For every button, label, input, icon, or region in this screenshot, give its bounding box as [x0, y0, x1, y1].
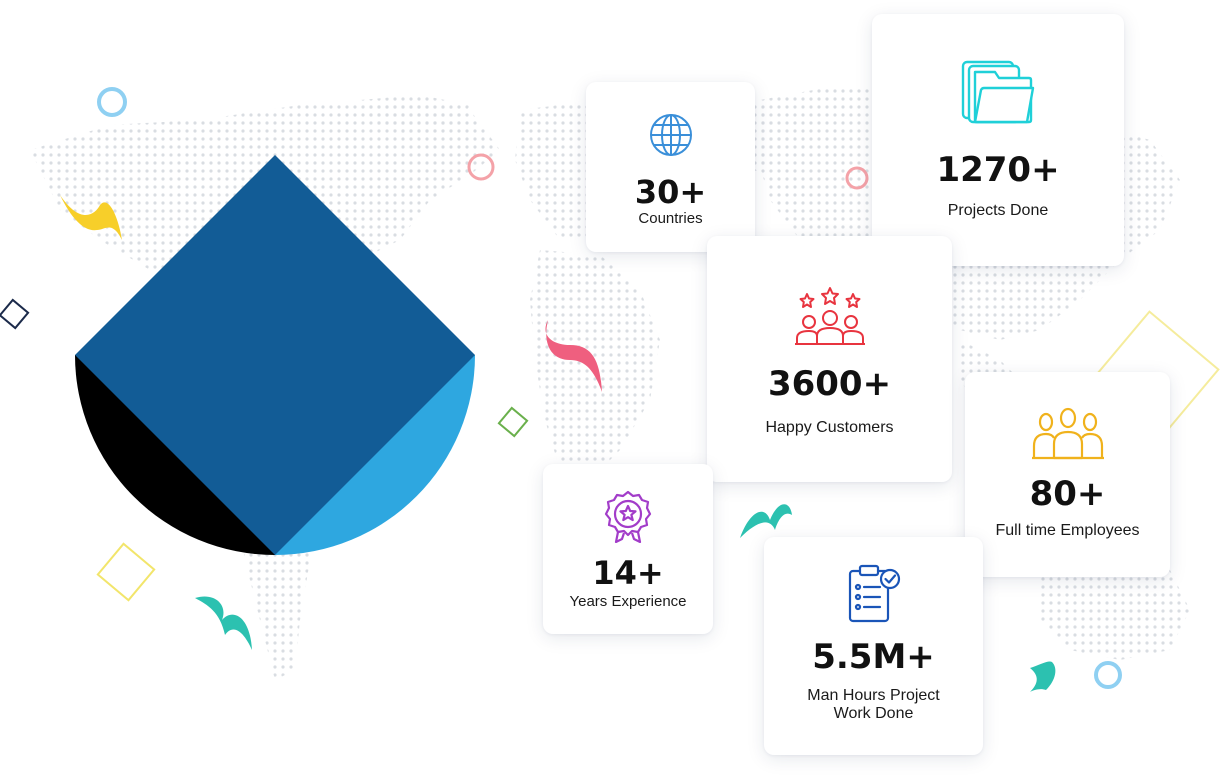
stat-card-customers: 3600+ Happy Customers — [707, 236, 952, 482]
stat-label-countries: Countries — [638, 210, 703, 227]
stat-label-projects: Projects Done — [947, 202, 1049, 219]
stat-value-projects: 1270+ — [936, 150, 1060, 190]
stat-value-experience: 14+ — [592, 554, 664, 592]
stat-value-countries: 30+ — [634, 173, 707, 211]
stat-label-man-hours-line2: Work Done — [833, 705, 914, 722]
stat-label-experience: Years Experience — [569, 593, 687, 610]
clipboard-checklist-icon — [848, 564, 900, 623]
stat-card-experience: 14+ Years Experience — [543, 464, 713, 634]
stat-label-customers: Happy Customers — [765, 419, 894, 436]
stat-card-countries: 30+ Countries — [586, 82, 755, 252]
happy-customers-icon — [794, 287, 865, 345]
award-badge-icon — [604, 490, 652, 543]
stat-label-man-hours-line1: Man Hours Project — [807, 687, 940, 704]
stat-card-projects: 1270+ Projects Done — [872, 14, 1124, 266]
stat-value-man-hours: 5.5M+ — [812, 637, 935, 677]
stat-card-employees: 80+ Full time Employees — [965, 372, 1170, 577]
folders-icon — [961, 60, 1035, 124]
stat-card-man-hours: 5.5M+ Man Hours Project Work Done — [764, 537, 983, 755]
employees-group-icon — [1031, 407, 1104, 460]
brand-diamond-graphic — [75, 155, 475, 555]
globe-icon — [649, 114, 692, 156]
stat-value-customers: 3600+ — [767, 364, 892, 404]
stat-label-employees: Full time Employees — [995, 522, 1140, 539]
stat-value-employees: 80+ — [1029, 474, 1106, 514]
